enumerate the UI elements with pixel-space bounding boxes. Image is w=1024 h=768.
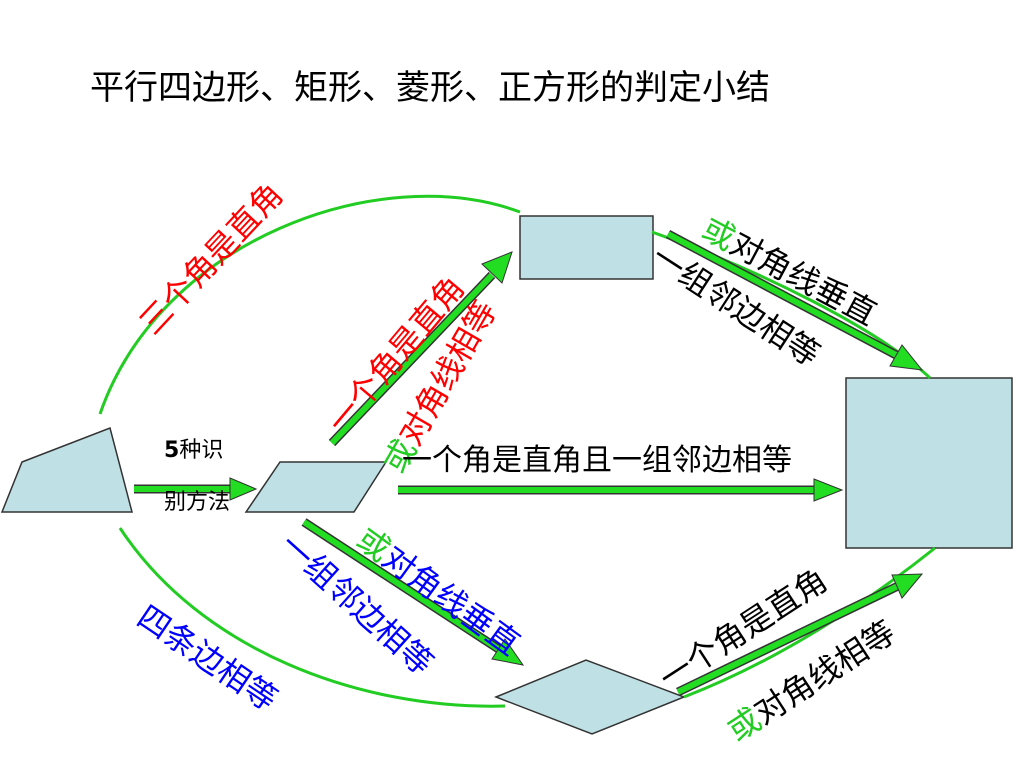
arrow-para-to-square	[398, 478, 844, 502]
curve-quad-to-rect	[98, 194, 521, 415]
curve-quad-to-rhombus	[118, 527, 506, 708]
method-count-line2: 别方法	[164, 490, 231, 515]
rectangle-shape	[519, 215, 654, 280]
arrow-rhombus-to-square	[676, 573, 924, 697]
method-count-number: 5	[164, 438, 180, 463]
quadrilateral-shape	[0, 426, 133, 513]
label-para-to-square: 一个角是直角且一组邻边相等	[402, 443, 792, 478]
parallelogram-shape	[244, 461, 388, 513]
square-shape	[845, 377, 1013, 549]
arrow-para-to-rect	[328, 251, 513, 447]
arrow-para-to-rhombus	[301, 518, 525, 666]
method-count-text: 种识	[179, 438, 224, 463]
arrow-quad-to-para	[134, 477, 258, 501]
method-count-line1: 5种识	[164, 440, 223, 462]
curve-rhombus-to-square	[683, 546, 936, 699]
arrow-rect-to-square	[665, 230, 924, 371]
page-title: 平行四边形、矩形、菱形、正方形的判定小结	[90, 68, 770, 108]
